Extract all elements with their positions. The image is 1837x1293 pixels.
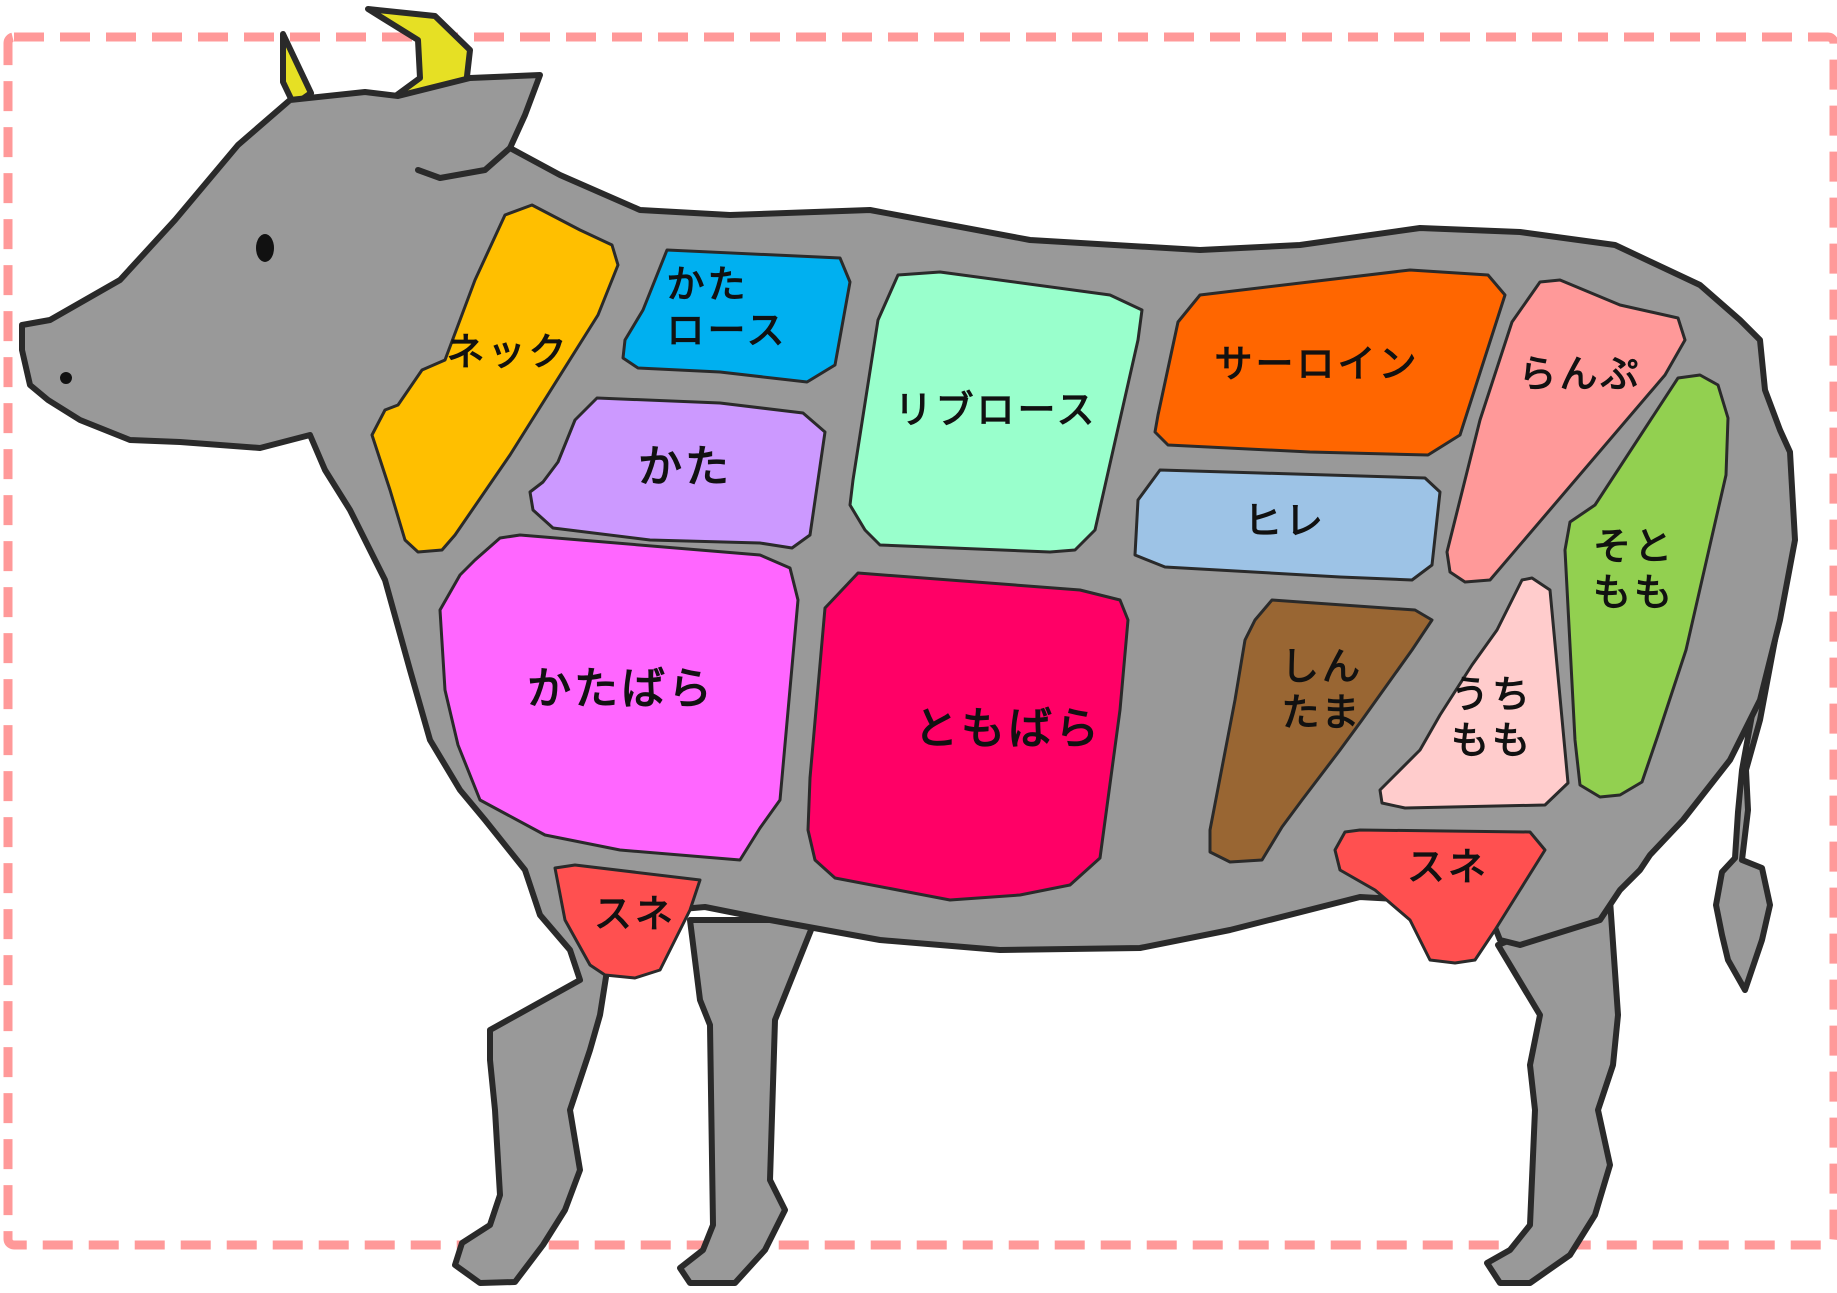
dashed-frame (3, 32, 1837, 1250)
label-kata-roast: かたロース (666, 262, 788, 352)
ear (415, 145, 513, 181)
label-ribroast: リブロース (894, 388, 1098, 433)
cut-ribroast[interactable] (848, 270, 1144, 554)
left-horn (280, 31, 314, 108)
label-uchimomo: うちもも (1450, 672, 1534, 762)
label-katabara: かたばら (527, 663, 715, 715)
cut-kata[interactable] (528, 396, 827, 550)
label-sotomomo: そともも (1592, 524, 1676, 614)
rear-back-leg (1484, 897, 1621, 1286)
label-neck: ネック (446, 330, 570, 375)
cut-uchimomo[interactable] (1378, 576, 1570, 810)
front-back-leg (677, 917, 818, 1286)
cut-tomobara[interactable] (806, 571, 1130, 902)
cut-hire[interactable] (1133, 468, 1442, 582)
label-kata: かた (638, 441, 732, 493)
cut-sirloin[interactable] (1153, 268, 1507, 457)
cut-shintama[interactable] (1208, 598, 1434, 864)
cut-neck[interactable] (370, 203, 620, 554)
label-sune-front: スネ (593, 892, 677, 937)
cut-rump[interactable] (1445, 278, 1687, 584)
label-tomobara: ともばら (914, 703, 1102, 755)
label-rump: らんぷ (1518, 352, 1642, 397)
eye (256, 234, 274, 262)
cut-katabara[interactable] (438, 533, 800, 862)
label-hire: ヒレ (1243, 499, 1327, 544)
cut-sune-front[interactable] (553, 863, 702, 980)
cut-sune-rear[interactable] (1333, 828, 1547, 965)
label-sirloin: サーロイン (1214, 342, 1420, 387)
nostril (60, 372, 72, 384)
label-shintama: しんたま (1280, 644, 1364, 734)
cut-kata-roast[interactable] (621, 248, 852, 384)
cut-sotomomo[interactable] (1563, 373, 1730, 799)
label-sune-rear: スネ (1406, 845, 1490, 890)
